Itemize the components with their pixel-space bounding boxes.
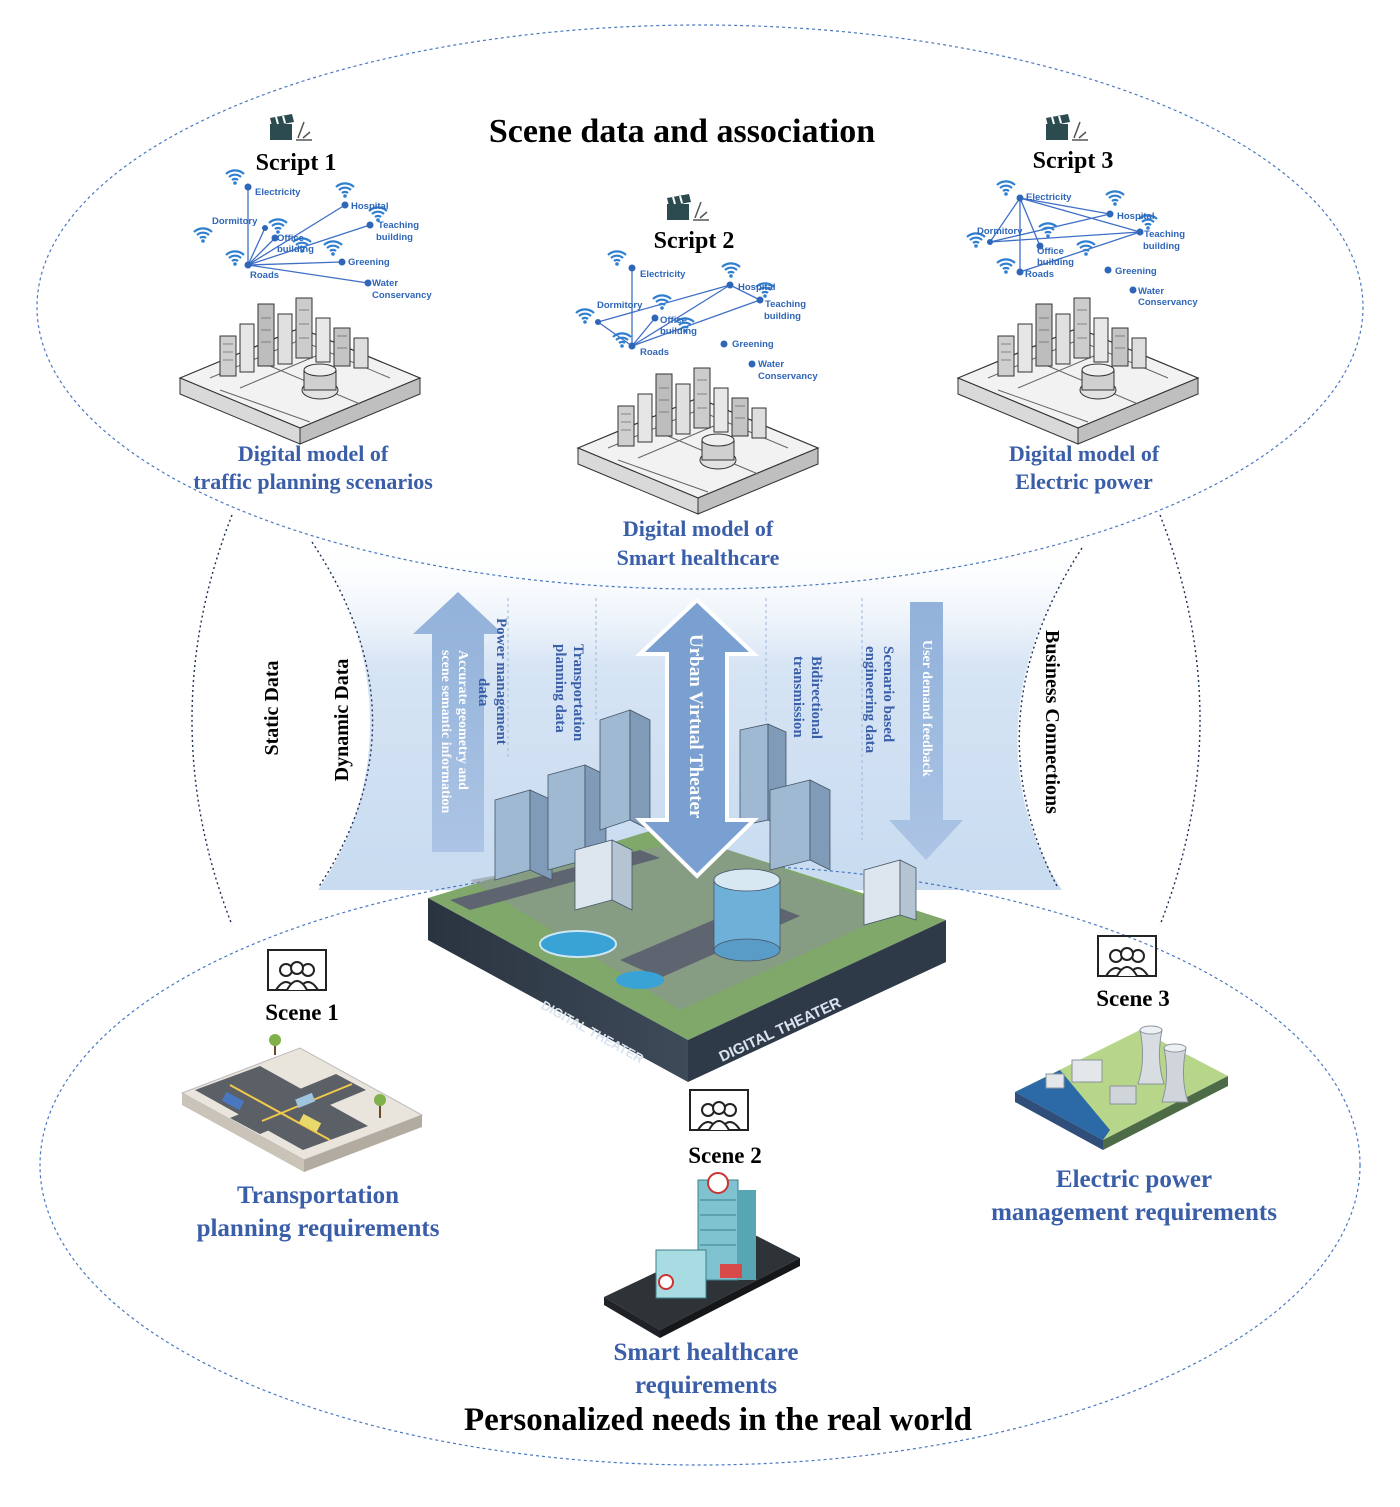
scenario-text-2: engineering data <box>862 646 878 754</box>
top-ellipse-outline <box>36 24 1364 590</box>
transportation-text-1: Transportation <box>570 644 586 742</box>
urban-virtual-theater-label: Urban Virtual Theater <box>685 634 706 819</box>
script-3-title: Script 3 <box>1033 148 1114 174</box>
scene-3-caption-2: management requirements <box>991 1199 1277 1226</box>
scene-2-caption-1: Smart healthcare <box>614 1339 799 1366</box>
script-1-caption-1: Digital model of <box>238 441 389 466</box>
s3-label-dormitory: Dormitory <box>977 226 1023 237</box>
transportation-text-2: planning data <box>552 644 568 733</box>
s2-label-office-2: building <box>660 326 697 337</box>
s2-label-teaching-1: Teaching <box>765 299 806 310</box>
user-demand-feedback-text: User demand feedback <box>919 640 934 777</box>
s1-label-roads: Roads <box>250 270 279 281</box>
s1-label-electricity: Electricity <box>255 187 301 198</box>
s2-label-water-2: Conservancy <box>758 371 818 382</box>
down-arrow-right <box>889 602 963 860</box>
script-2-model-image <box>577 367 819 515</box>
top-title: Scene data and association <box>489 113 875 150</box>
s3-label-electricity: Electricity <box>1026 192 1072 203</box>
up-arrow-left <box>413 592 503 852</box>
script-2-caption-1: Digital model of <box>623 516 774 541</box>
scene-2-group: Scene 2 Smart healthcare requirements <box>604 1089 800 1399</box>
scene-1-title: Scene 1 <box>265 1000 338 1025</box>
s3-label-office-2: building <box>1037 257 1074 268</box>
s3-label-teaching-1: Teaching <box>1144 229 1185 240</box>
scene-1-group: Scene 1 Transportation planning requirem… <box>180 949 440 1242</box>
script-2-caption-2: Smart healthcare <box>617 545 780 570</box>
s3-label-water-1: Water <box>1138 286 1164 297</box>
s1-label-dormitory: Dormitory <box>212 216 258 227</box>
static-data-arc <box>191 514 233 926</box>
scenario-text-1: Scenario based <box>880 646 896 743</box>
s2-label-water-1: Water <box>758 359 784 370</box>
s3-label-greening: Greening <box>1115 266 1157 277</box>
script-3-model-image <box>957 297 1199 445</box>
scene-3-title: Scene 3 <box>1096 986 1169 1011</box>
arrow-left-text-1: Accurate geometry and <box>455 650 470 790</box>
business-connections-label: Business Connections <box>1041 630 1063 814</box>
s1-label-office-2: building <box>277 244 314 255</box>
traffic-intersection-image <box>180 1034 424 1172</box>
bottom-title: Personalized needs in the real world <box>464 1402 972 1438</box>
clapperboard-icon <box>269 113 313 141</box>
script-1-model-image <box>179 297 421 445</box>
business-arc-outer <box>1159 514 1201 926</box>
bidirectional-arrow-center <box>634 597 760 879</box>
s3-label-water-2: Conservancy <box>1138 297 1198 308</box>
clapperboard-icon <box>666 193 710 221</box>
s2-label-roads: Roads <box>640 347 669 358</box>
power-management-text-1: Power management <box>493 618 509 745</box>
power-management-text-2: data <box>475 678 491 707</box>
s2-label-teaching-2: building <box>764 311 801 322</box>
business-arc-inner <box>1018 547 1083 889</box>
script-2-title: Script 2 <box>654 228 735 254</box>
s1-label-office-1: Office <box>277 233 304 244</box>
s1-label-teaching-2: building <box>376 232 413 243</box>
scene-3-group: Scene 3 Electric power management requir… <box>991 935 1277 1226</box>
script-1-title: Script 1 <box>256 150 337 176</box>
script-3-caption-2: Electric power <box>1015 469 1153 494</box>
s1-label-teaching-1: Teaching <box>378 220 419 231</box>
scene-1-caption-1: Transportation <box>237 1182 399 1209</box>
s2-label-hospital: Hospital <box>738 282 775 293</box>
dynamic-data-label: Dynamic Data <box>331 659 353 782</box>
s3-label-office-1: Office <box>1037 246 1064 257</box>
arrow-left-text-2: scene semantic information <box>438 650 453 814</box>
script-1-group: Script 1 Electricity Hospital Dormitory … <box>179 113 433 494</box>
static-data-label: Static Data <box>261 661 283 756</box>
s1-label-hospital: Hospital <box>351 201 388 212</box>
urban-virtual-theater-model: DIGITAL THEATER DIGITAL THEATER <box>428 709 946 1082</box>
scene-1-caption-2: planning requirements <box>197 1215 440 1242</box>
bidirectional-text-2: transmission <box>790 656 806 738</box>
s1-label-water-1: Water <box>372 278 398 289</box>
smart-hospital-image <box>604 1172 800 1338</box>
script-3-group: Script 3 Electricity Hospital Dormitory … <box>957 113 1199 494</box>
s3-label-roads: Roads <box>1025 269 1054 280</box>
script-2-group: Script 2 Electricity Hospital Dormitory … <box>574 193 819 570</box>
script-1-caption-2: traffic planning scenarios <box>193 469 433 494</box>
power-plant-image <box>1015 1025 1228 1150</box>
audience-icon <box>689 1089 749 1131</box>
script-1-network <box>247 187 371 284</box>
script-3-caption-1: Digital model of <box>1009 441 1160 466</box>
audience-icon <box>267 949 327 991</box>
audience-icon <box>1097 935 1157 977</box>
s3-label-teaching-2: building <box>1143 241 1180 252</box>
scene-3-caption-1: Electric power <box>1056 1166 1212 1193</box>
bidirectional-text-1: Bidirectional <box>808 656 824 739</box>
s2-label-electricity: Electricity <box>640 269 686 280</box>
scene-2-title: Scene 2 <box>688 1143 761 1168</box>
s2-label-office-1: Office <box>660 315 687 326</box>
s1-label-greening: Greening <box>348 257 390 268</box>
s1-label-water-2: Conservancy <box>372 290 432 301</box>
s3-label-hospital: Hospital <box>1117 211 1154 222</box>
s2-label-dormitory: Dormitory <box>597 300 643 311</box>
scene-2-caption-2: requirements <box>635 1372 777 1399</box>
clapperboard-icon <box>1045 113 1089 141</box>
s2-label-greening: Greening <box>732 339 774 350</box>
